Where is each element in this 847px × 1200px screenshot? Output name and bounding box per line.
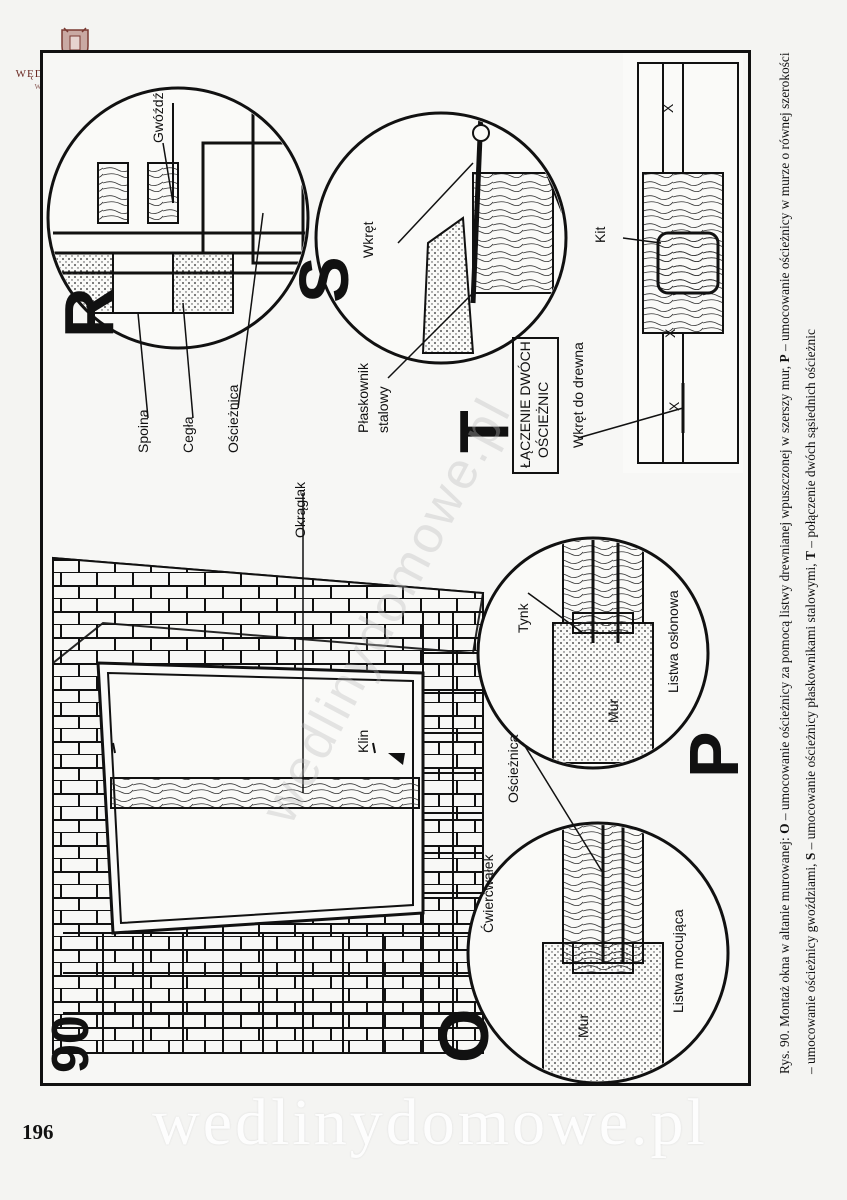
caption-o-text: – umocowanie ościeżnicy za pomocą listwy…: [777, 365, 792, 821]
label-wkret-do-drewna: Wkręt do drewna: [570, 342, 586, 448]
label-kit: Kit: [592, 227, 608, 243]
label-cwiercwalek: Ćwierćwałek: [480, 853, 496, 933]
label-mur-o: Mur: [575, 1014, 591, 1038]
label-oscieznica-o: Ościeżnica: [505, 734, 521, 803]
figure-caption: Rys. 90. Montaż okna w altanie murowanej…: [754, 52, 842, 1097]
caption-t-text: – połączenie dwóch sąsiednich ościeżnic: [803, 329, 818, 548]
label-okraglak: Okrąglak: [292, 481, 308, 538]
detail-p-circle: [476, 536, 710, 770]
label-listwa-mocujaca: Listwa mocująca: [670, 909, 686, 1013]
label-tynk: Tynk: [515, 602, 531, 633]
leader-lines: [137, 142, 684, 874]
caption-t-key: T: [803, 551, 818, 561]
label-gwozdz: Gwóźdź: [150, 92, 166, 143]
caption-title: Montaż okna w altanie murowanej:: [777, 837, 792, 1027]
label-cegla: Cegła: [180, 416, 196, 453]
page-number: 196: [22, 1120, 54, 1144]
section-letter-s: S: [285, 256, 363, 303]
figure-90: R S T P O 90 Spoina Cegła Ościeżnica Gwó…: [40, 50, 751, 1086]
detail-s-circle: [314, 111, 568, 365]
label-laczenie-1: ŁĄCZENIE DWÓCH: [517, 341, 533, 468]
detail-o-circle: [466, 821, 730, 1083]
label-listwa-oslonowa: Listwa osłonowa: [665, 590, 681, 693]
bottom-watermark: wedlinydomowe.pl: [152, 1086, 708, 1159]
label-oscieznica-r: Ościeżnica: [225, 384, 241, 453]
caption-r-text: – umocowanie ościeżnicy gwoździami,: [803, 863, 818, 1074]
figure-number: 90: [43, 1015, 100, 1073]
caption-s-text: – umocowanie ościeżnicy płaskownikami st…: [803, 563, 818, 850]
technical-drawing: R S T P O 90 Spoina Cegła Ościeżnica Gwó…: [43, 53, 748, 1083]
detail-r-circle: [46, 86, 310, 350]
caption-o-key: O: [777, 823, 792, 834]
caption-prefix: Rys. 90.: [777, 1030, 792, 1074]
wall-illustration: [52, 556, 485, 1054]
label-klin: Klin: [355, 730, 371, 753]
section-letter-t: T: [445, 410, 523, 453]
label-laczenie-2: OŚCIEŻNIC: [534, 382, 551, 458]
label-x-2: X: [662, 328, 678, 338]
section-letter-r: R: [50, 287, 128, 338]
label-x-3: X: [666, 401, 682, 411]
label-plaskownik-2: stalowy: [375, 386, 391, 433]
label-spoina: Spoina: [135, 409, 151, 453]
detail-t: [623, 53, 743, 473]
caption-p-key: P: [777, 354, 792, 363]
caption-s-key: S: [803, 852, 818, 861]
label-wkret: Wkręt: [360, 221, 376, 258]
label-plaskownik-1: Płaskownik: [355, 362, 371, 433]
label-mur-p: Mur: [605, 699, 621, 723]
label-x-1: X: [660, 103, 676, 113]
laczenie-box: [512, 337, 559, 474]
section-letter-o: O: [425, 1009, 503, 1063]
section-letter-p: P: [675, 731, 748, 778]
caption-p-text: – umocowanie ościeżnicy w murze o równej…: [777, 52, 792, 351]
